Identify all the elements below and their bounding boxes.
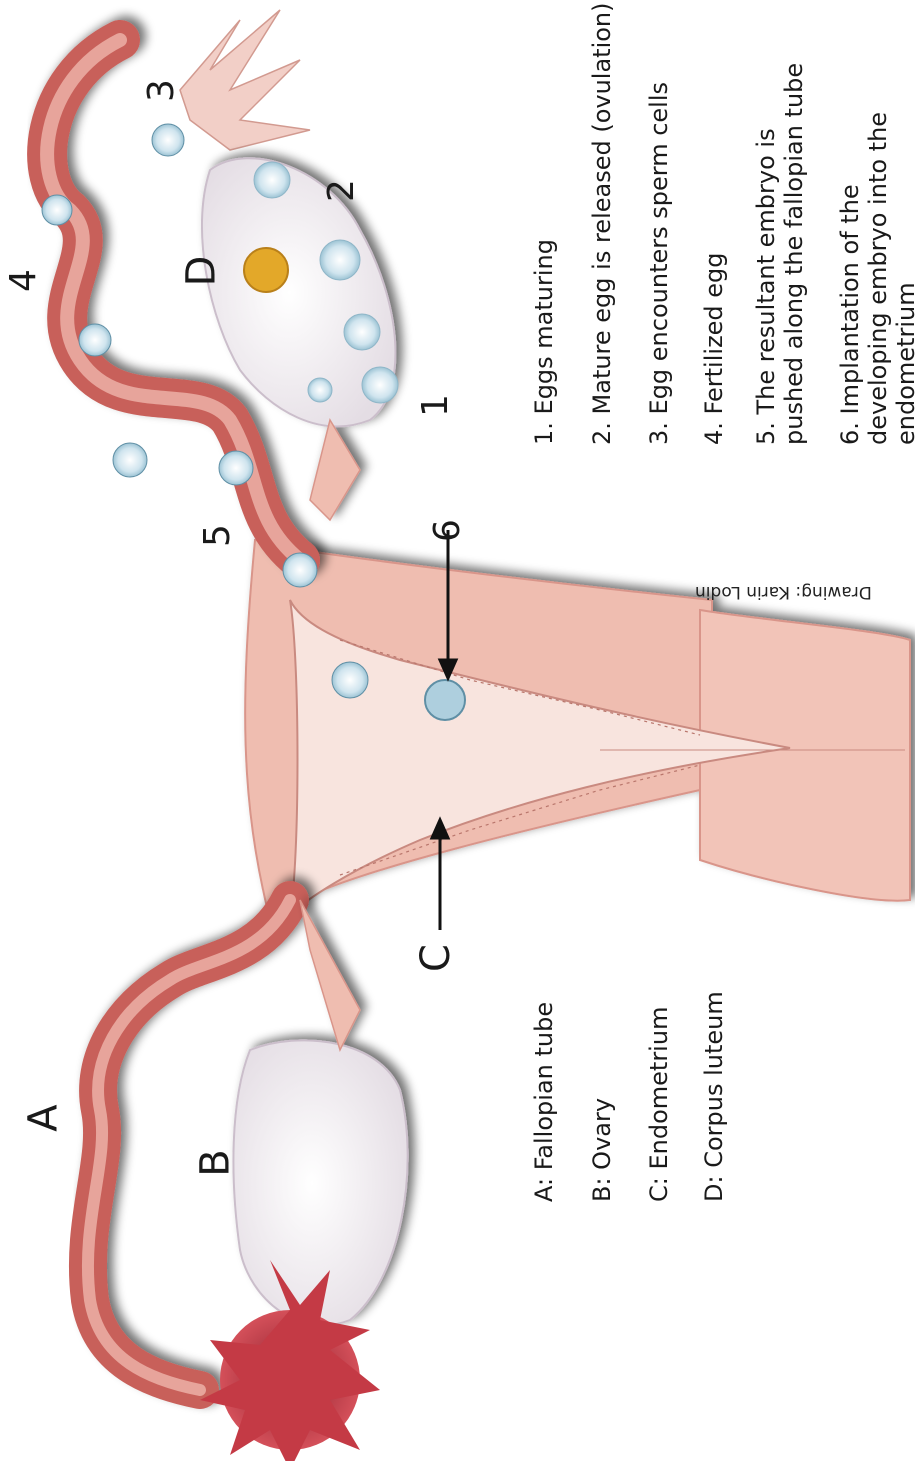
legend-step-3: 3. Egg encounters sperm cells — [645, 82, 673, 445]
label-3: 3 — [141, 79, 182, 102]
label-5: 5 — [197, 524, 238, 547]
ovary-lower — [233, 900, 407, 1325]
arrow-c — [432, 820, 448, 930]
label-1: 1 — [415, 394, 456, 417]
drawing-credit: Drawing: Karin Lodin — [695, 582, 872, 602]
label-c: C — [413, 944, 459, 972]
legend-step-5: 5. The resultant embryo is pushed along … — [752, 55, 808, 445]
label-2: 2 — [321, 179, 362, 202]
legend-part-d: D: Corpus luteum — [700, 991, 728, 1202]
corpus-luteum — [244, 248, 288, 292]
legend-step-6: 6. Implantation of the developing embryo… — [836, 55, 915, 445]
legend-step-4: 4. Fertilized egg — [700, 252, 728, 445]
legend-step-1: 1. Eggs maturing — [530, 239, 558, 445]
label-6: 6 — [427, 519, 468, 542]
implanted-embryo — [425, 680, 465, 720]
label-a: A — [21, 1104, 67, 1131]
released-egg — [254, 162, 290, 198]
legend-part-c: C: Endometrium — [645, 1007, 673, 1202]
legend-part-a: A: Fallopian tube — [530, 1002, 558, 1202]
label-4: 4 — [3, 269, 44, 292]
fimbria-upper — [180, 10, 310, 150]
legend-step-2: 2. Mature egg is released (ovulation) — [588, 2, 616, 445]
legend-part-b: B: Ovary — [588, 1098, 616, 1202]
label-b: B — [193, 1149, 239, 1176]
label-d: D — [178, 256, 224, 287]
